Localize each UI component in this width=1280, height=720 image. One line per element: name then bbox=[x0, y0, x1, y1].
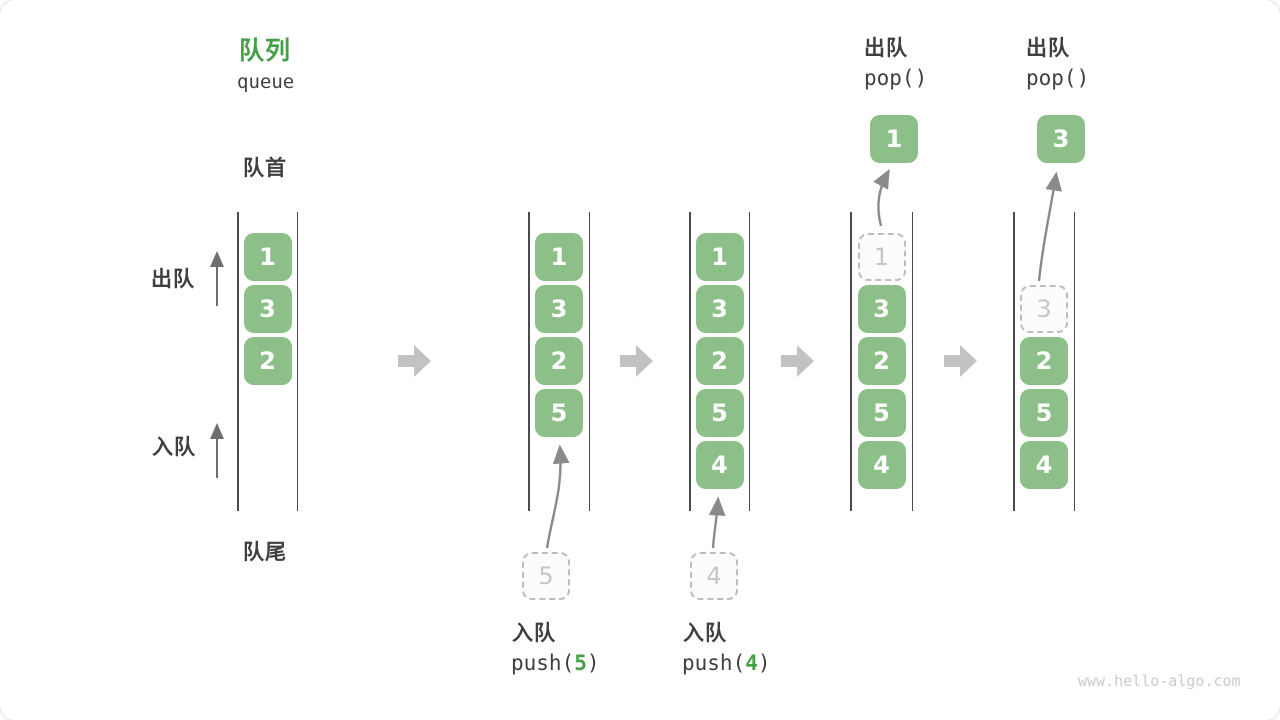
queue-rail bbox=[689, 212, 691, 511]
staged-enqueue-box: 5 bbox=[522, 552, 570, 600]
queue-rail bbox=[748, 212, 750, 511]
queue-rail bbox=[237, 212, 239, 511]
queue-state-5: 3 2 5 4 bbox=[1013, 212, 1075, 511]
page-subtitle: queue bbox=[237, 71, 295, 93]
queue-item: 2 bbox=[535, 337, 583, 385]
queue-rail bbox=[1013, 212, 1015, 511]
queue-rail bbox=[911, 212, 913, 511]
queue-item: 3 bbox=[243, 285, 292, 333]
step-arrow-icon bbox=[620, 345, 653, 377]
watermark: www.hello-algo.com bbox=[1078, 672, 1241, 690]
queue-state-3: 1 3 2 5 4 bbox=[689, 212, 750, 511]
queue-item: 3 bbox=[695, 285, 744, 333]
step-arrow-icon bbox=[944, 345, 977, 377]
push5-code: push(5) bbox=[511, 651, 600, 675]
page-title: 队列 bbox=[239, 37, 292, 65]
queue-item: 2 bbox=[243, 337, 292, 385]
push4-code-suffix: ) bbox=[757, 651, 771, 675]
queue-item: 2 bbox=[1020, 337, 1068, 385]
push4-code-prefix: push( bbox=[682, 651, 746, 675]
popped-value-box: 1 bbox=[870, 115, 918, 163]
queue-item: 5 bbox=[1020, 389, 1068, 437]
step-arrow-icon bbox=[398, 345, 431, 377]
popped-value-box: 3 bbox=[1037, 115, 1085, 163]
queue-rail bbox=[588, 212, 590, 511]
queue-item: 4 bbox=[1020, 441, 1068, 489]
pop2-label: 出队 bbox=[1026, 37, 1070, 60]
queue-item: 5 bbox=[857, 389, 906, 437]
queue-item: 1 bbox=[243, 233, 292, 281]
label-enqueue-side: 入队 bbox=[152, 436, 196, 459]
queue-item: 4 bbox=[695, 441, 744, 489]
staged-enqueue-box: 4 bbox=[690, 552, 738, 600]
queue-item: 1 bbox=[535, 233, 583, 281]
queue-item-removed: 1 bbox=[857, 233, 906, 281]
queue-item: 2 bbox=[695, 337, 744, 385]
push5-code-prefix: push( bbox=[511, 651, 575, 675]
push5-code-arg: 5 bbox=[574, 651, 587, 675]
pop2-code: pop() bbox=[1026, 66, 1090, 90]
queue-item: 5 bbox=[535, 389, 583, 437]
queue-rail bbox=[1073, 212, 1075, 511]
queue-item: 1 bbox=[695, 233, 744, 281]
label-queue-front: 队首 bbox=[243, 157, 287, 180]
label-dequeue-side: 出队 bbox=[151, 268, 195, 291]
queue-item: 2 bbox=[857, 337, 906, 385]
pop1-label: 出队 bbox=[864, 37, 908, 60]
queue-rail bbox=[296, 212, 298, 511]
queue-state-4: 1 3 2 5 4 bbox=[850, 212, 913, 511]
queue-item: 3 bbox=[535, 285, 583, 333]
push5-code-suffix: ) bbox=[586, 651, 600, 675]
queue-rail bbox=[528, 212, 530, 511]
queue-state-1: 1 3 2 bbox=[237, 212, 298, 511]
push5-label: 入队 bbox=[512, 622, 556, 645]
label-queue-rear: 队尾 bbox=[243, 541, 287, 564]
push4-label: 入队 bbox=[683, 622, 727, 645]
queue-item-removed: 3 bbox=[1020, 285, 1068, 333]
queue-item: 5 bbox=[695, 389, 744, 437]
queue-item: 3 bbox=[857, 285, 906, 333]
push4-code-arg: 4 bbox=[745, 651, 758, 675]
pop1-code: pop() bbox=[864, 66, 928, 90]
push4-code: push(4) bbox=[682, 651, 771, 675]
queue-item: 4 bbox=[857, 441, 906, 489]
step-arrow-icon bbox=[781, 345, 814, 377]
queue-rail bbox=[850, 212, 852, 511]
queue-state-2: 1 3 2 5 bbox=[528, 212, 590, 511]
